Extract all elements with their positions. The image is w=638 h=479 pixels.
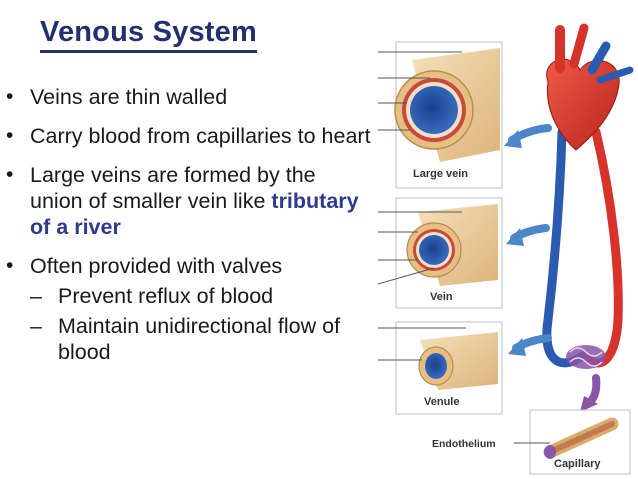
bullet-dot: • <box>6 163 14 186</box>
venule-panel: Venule <box>378 321 503 415</box>
endothelium-label: Endothelium <box>432 438 496 450</box>
sub-bullet-item: – Maintain unidirectional flow of blood <box>30 313 371 365</box>
slide-title: Venous System <box>40 14 257 53</box>
sub-bullet-dash: – <box>30 284 42 308</box>
bullet-highlight: tributary of a river <box>30 189 359 239</box>
capillary-bed-icon <box>566 345 606 369</box>
large-vein-label: Large vein <box>413 168 468 180</box>
sub-bullet-text: Maintain unidirectional flow of blood <box>58 314 341 364</box>
vein-label: Vein <box>430 291 453 303</box>
bullet-item: • Veins are thin walled <box>6 84 371 110</box>
sub-bullet-item: – Prevent reflux of blood <box>30 283 371 309</box>
arrow-to-venule-icon <box>508 338 526 356</box>
bullet-text: Often provided with valves <box>30 254 283 278</box>
bullet-dot: • <box>6 254 14 277</box>
heart-loop <box>542 23 634 369</box>
large-vein-panel: Large vein <box>378 41 503 189</box>
sub-bullet-text: Prevent reflux of blood <box>58 284 274 308</box>
bullet-text: Large veins are formed by the union of s… <box>30 163 316 213</box>
arrow-to-large-vein-icon <box>504 130 522 148</box>
arrow-to-vein-icon <box>506 228 524 246</box>
sub-bullet-dash: – <box>30 314 42 338</box>
sub-bullet-list: – Prevent reflux of blood – Maintain uni… <box>30 283 371 365</box>
flow-arrows <box>504 124 601 412</box>
bullet-text: Carry blood from capillaries to heart <box>30 124 371 148</box>
capillary-panel: Endothelium Capillary <box>432 409 631 475</box>
bullet-item: • Often provided with valves – Prevent r… <box>6 253 371 365</box>
venule-label: Venule <box>424 396 459 408</box>
bullet-item: • Large veins are formed by the union of… <box>6 162 371 240</box>
bullet-dot: • <box>6 85 14 108</box>
capillary-label: Capillary <box>554 458 601 470</box>
bullet-dot: • <box>6 124 14 147</box>
arrow-to-capillary-icon <box>580 396 598 412</box>
bullet-item: • Carry blood from capillaries to heart <box>6 123 371 149</box>
vein-panel: Vein <box>377 197 503 309</box>
bullet-text: Veins are thin walled <box>30 85 228 109</box>
bullet-list: • Veins are thin walled • Carry blood fr… <box>6 84 371 378</box>
